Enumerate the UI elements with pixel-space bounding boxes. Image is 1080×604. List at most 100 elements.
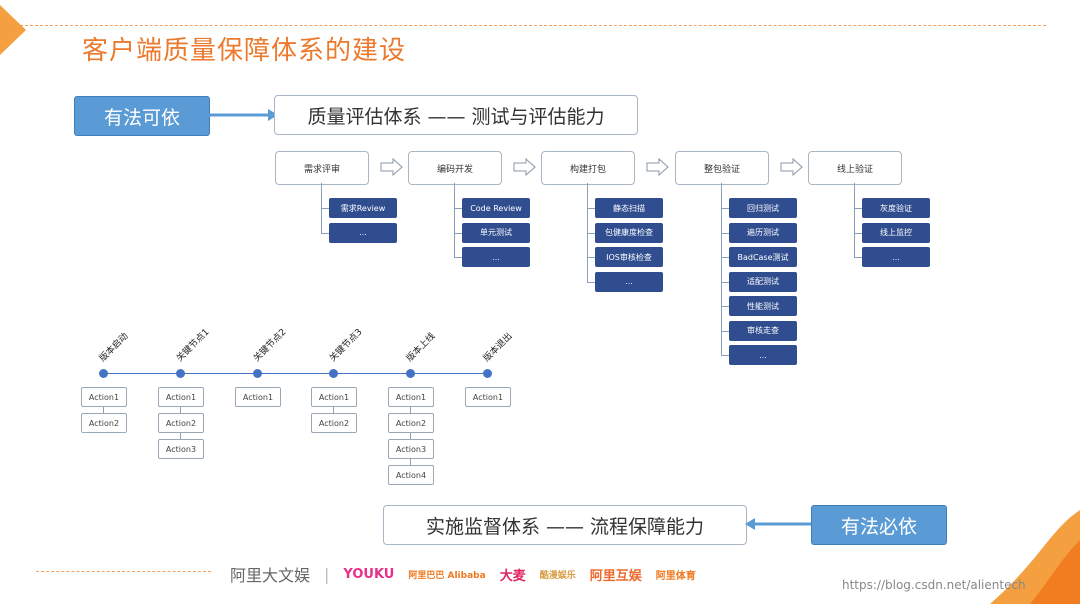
stage-branch <box>454 257 462 258</box>
action-box: Action1 <box>235 387 281 407</box>
timeline-axis <box>103 373 487 374</box>
logo-youku: YOUKU <box>343 566 395 582</box>
action-box: Action1 <box>311 387 357 407</box>
stage-item: 审核走查 <box>729 320 797 341</box>
stage-box: 需求评审 <box>275 151 369 185</box>
quality-evaluation-box: 质量评估体系 —— 测试与评估能力 <box>274 95 638 135</box>
stage-arrow-icon <box>380 158 403 176</box>
stage-branch <box>587 257 595 258</box>
stage-branch <box>854 208 862 209</box>
milestone-node <box>405 368 415 378</box>
milestone-label: 关键节点3 <box>327 327 365 364</box>
stage-branch <box>321 232 329 234</box>
logo-kuman: 酷漫娱乐 <box>539 570 576 581</box>
stage-branch <box>854 232 862 234</box>
stage-item: ... <box>462 247 530 267</box>
action-box: Action3 <box>388 439 434 459</box>
action-box: Action1 <box>81 387 127 407</box>
stage-item: 遍历测试 <box>729 222 797 243</box>
bottom-principle-pill: 有法必依 <box>811 505 947 545</box>
milestone-node <box>175 368 185 378</box>
stage-box: 编码开发 <box>408 151 502 185</box>
stage-connector <box>721 183 722 355</box>
action-box: Action1 <box>465 387 511 407</box>
stage-branch <box>721 355 729 356</box>
stage-item: ... <box>595 271 663 292</box>
stage-branch <box>721 281 729 283</box>
stage-item: 回归测试 <box>729 198 797 218</box>
stage-item: ... <box>729 345 797 365</box>
action-box: Action2 <box>158 413 204 433</box>
corner-flame-icon <box>990 510 1080 604</box>
stage-arrow-icon <box>513 158 536 176</box>
top-divider <box>20 25 1046 26</box>
stage-branch <box>721 257 729 258</box>
stage-item: 灰度验证 <box>862 198 930 218</box>
milestone-node <box>252 368 262 378</box>
corner-triangle-icon <box>0 5 26 55</box>
stage-branch <box>721 330 729 332</box>
action-box: Action2 <box>388 413 434 433</box>
stage-box: 线上验证 <box>808 151 902 185</box>
stage-connector <box>321 183 322 233</box>
milestone-label: 版本退出 <box>481 331 515 364</box>
logo-damai: 大麦 <box>499 568 526 584</box>
top-arrow-icon <box>208 109 278 121</box>
stage-branch <box>454 208 462 209</box>
milestone-node <box>98 368 108 378</box>
stage-item: 静态扫描 <box>595 198 663 218</box>
stage-arrow-icon <box>646 158 669 176</box>
page-title: 客户端质量保障体系的建设 <box>82 36 407 66</box>
stage-item: BadCase测试 <box>729 247 797 267</box>
milestone-label: 关键节点2 <box>251 327 289 364</box>
stage-item: 适配测试 <box>729 271 797 292</box>
logo-separator: | <box>324 564 330 584</box>
stage-connector <box>854 183 855 257</box>
milestone-label: 关键节点1 <box>174 327 212 364</box>
source-url: https://blog.csdn.net/alientech <box>842 578 1026 592</box>
stage-branch <box>854 257 862 258</box>
stage-branch <box>587 281 595 283</box>
stage-connector <box>587 183 588 282</box>
logo-ali-wenyu: 阿里大文娱 <box>230 566 311 585</box>
logo-alibaba-pictures: 阿里巴巴 Alibaba <box>408 570 486 581</box>
stage-box: 构建打包 <box>541 151 635 185</box>
stage-branch <box>587 208 595 209</box>
footer-logos: 阿里大文娱 | YOUKU 阿里巴巴 Alibaba 大麦 酷漫娱乐 阿里互娱 … <box>230 562 696 586</box>
stage-item: 包健康度检查 <box>595 222 663 243</box>
action-box: Action1 <box>388 387 434 407</box>
stage-item: 线上监控 <box>862 222 930 243</box>
stage-item: ... <box>862 247 930 267</box>
logo-ali-huyu: 阿里互娱 <box>589 568 642 584</box>
stage-item: 性能测试 <box>729 296 797 316</box>
stage-item: 需求Review <box>329 198 397 218</box>
bottom-arrow-icon <box>745 518 813 530</box>
action-box: Action3 <box>158 439 204 459</box>
action-box: Action2 <box>311 413 357 433</box>
stage-branch <box>721 306 729 307</box>
footer-divider <box>36 571 211 572</box>
stage-branch <box>721 208 729 209</box>
action-connector <box>103 405 104 413</box>
milestone-label: 版本上线 <box>404 331 438 364</box>
action-connector <box>410 405 411 465</box>
milestone-label: 版本启动 <box>97 331 131 364</box>
action-box: Action2 <box>81 413 127 433</box>
stage-branch <box>454 232 462 234</box>
stage-branch <box>721 232 729 234</box>
stage-item: 单元测试 <box>462 222 530 243</box>
logo-ali-sports: 阿里体育 <box>655 570 696 582</box>
stage-branch <box>587 232 595 234</box>
stage-item: ... <box>329 222 397 243</box>
action-box: Action1 <box>158 387 204 407</box>
supervision-box: 实施监督体系 —— 流程保障能力 <box>383 505 747 545</box>
top-principle-pill: 有法可依 <box>74 96 210 136</box>
stage-item: Code Review <box>462 198 530 218</box>
action-connector <box>333 405 334 413</box>
milestone-node <box>328 368 338 378</box>
stage-arrow-icon <box>780 158 803 176</box>
stage-box: 整包验证 <box>675 151 769 185</box>
stage-item: IOS审核检查 <box>595 247 663 267</box>
action-box: Action4 <box>388 465 434 485</box>
stage-branch <box>321 208 329 209</box>
